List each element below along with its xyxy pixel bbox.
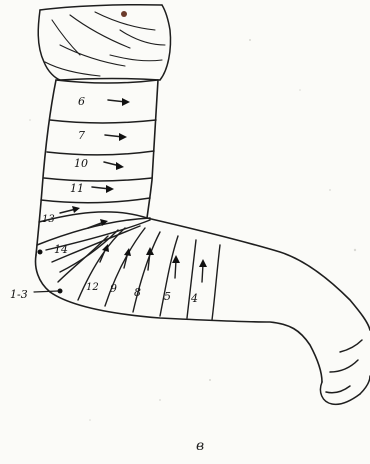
label-6: 6 xyxy=(78,95,85,108)
forearm-turns xyxy=(46,220,220,320)
hand xyxy=(320,340,370,404)
label-12: 12 xyxy=(86,282,99,293)
upper-arm-arrows xyxy=(60,98,130,228)
label-4: 4 xyxy=(190,292,198,305)
arrow-turn-13 xyxy=(60,206,80,213)
forearm-outline xyxy=(36,218,370,382)
label-5: 5 xyxy=(164,290,171,303)
arrow-turn-10 xyxy=(104,162,124,170)
label-7: 7 xyxy=(78,129,85,142)
label-14: 14 xyxy=(54,243,68,256)
label-9: 9 xyxy=(110,282,117,295)
label-10: 10 xyxy=(74,157,88,170)
label-8: 8 xyxy=(134,286,141,299)
arrow-turn-11 xyxy=(92,185,114,193)
arrow-turn-6 xyxy=(108,98,130,106)
label-13: 13 xyxy=(42,214,55,225)
figure-caption: в xyxy=(196,438,204,454)
arrow-turn-5 xyxy=(172,255,180,278)
arrow-turn-7 xyxy=(105,133,127,141)
upper-arm-outline xyxy=(36,80,158,255)
upper-arm-turns xyxy=(37,80,158,245)
label-1-3: 1-3 xyxy=(10,288,28,301)
elbow-markers xyxy=(34,250,63,294)
arrow-turn-8 xyxy=(146,247,154,270)
arrow-turn-4 xyxy=(199,259,207,282)
label-11: 11 xyxy=(70,182,84,195)
arrow-turn-14-upper xyxy=(88,219,108,228)
arrow-turn-12 xyxy=(100,244,109,262)
sleeve-cuff xyxy=(38,5,170,80)
